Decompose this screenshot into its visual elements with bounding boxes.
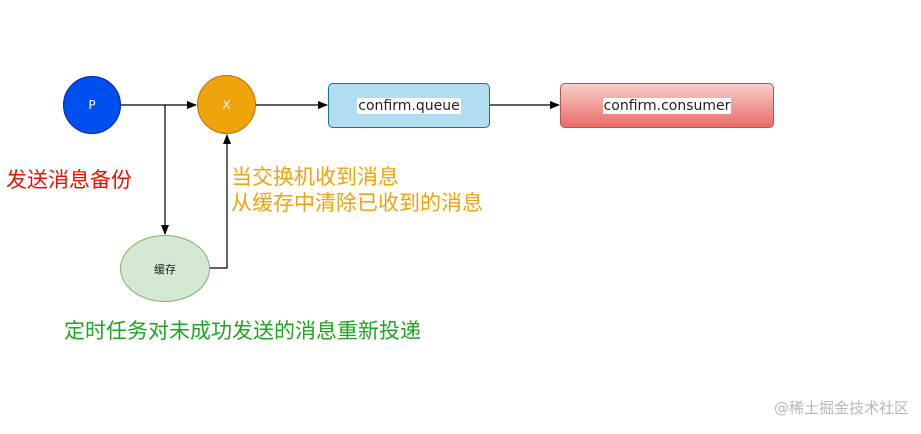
consumer-node: confirm.consumer [560, 83, 774, 128]
cache-node: 缓存 [120, 235, 210, 302]
queue-label: confirm.queue [357, 97, 461, 114]
edge-cache-exchange [210, 134, 231, 269]
exchange-ack-annotation: 当交换机收到消息 从缓存中清除已收到的消息 [231, 164, 483, 217]
exchange-node: X [197, 75, 256, 134]
backup-annotation: 发送消息备份 [6, 168, 132, 192]
exchange-ack-line2: 从缓存中清除已收到的消息 [231, 191, 483, 216]
exchange-label: X [222, 97, 231, 112]
producer-node: P [63, 76, 121, 134]
cache-label: 缓存 [154, 262, 176, 276]
producer-label: P [88, 98, 96, 112]
consumer-label: confirm.consumer [602, 97, 732, 114]
queue-node: confirm.queue [328, 83, 490, 128]
watermark: @稀土掘金技术社区 [773, 399, 909, 417]
retry-annotation: 定时任务对未成功发送的消息重新投递 [64, 319, 421, 343]
exchange-ack-line1: 当交换机收到消息 [231, 165, 399, 189]
